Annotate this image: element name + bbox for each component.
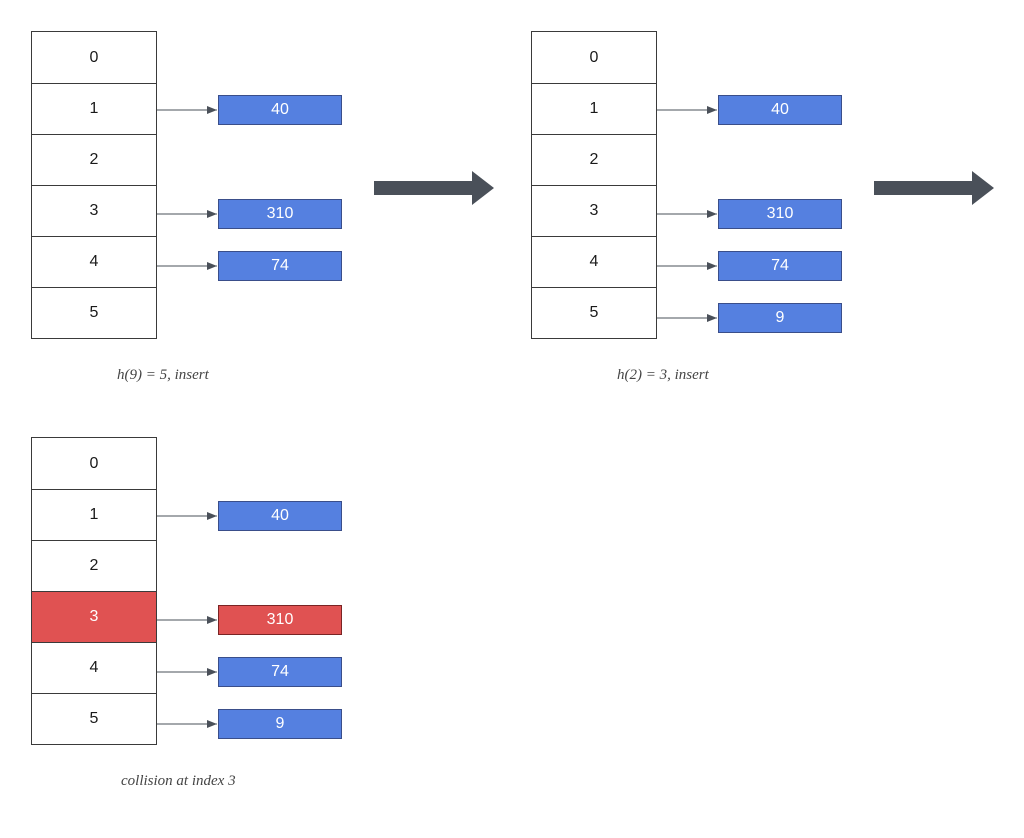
step-caption: collision at index 3: [121, 773, 236, 789]
step-caption: h(9) = 5, insert: [117, 367, 209, 383]
table-slot-4: 4: [32, 236, 156, 287]
table-slot-0: 0: [89, 48, 99, 66]
table-slot-2: 2: [32, 134, 156, 185]
chain-node-4: 74: [718, 251, 842, 281]
table-slot-2: 2: [532, 134, 656, 185]
table-slot-1: 1: [32, 489, 156, 540]
connector-layer: [656, 106, 717, 322]
chain-node-3: 310: [218, 199, 342, 229]
arrow-right-icon: [374, 171, 494, 205]
table-slot-1: 1: [32, 83, 156, 134]
table-slot-3: 3: [32, 185, 156, 236]
chain-node-4: 74: [218, 251, 342, 281]
chain-node-3: 310: [218, 605, 342, 635]
arrow-right-icon: [874, 171, 994, 205]
chain-node-5: 9: [718, 303, 842, 333]
chain-node-4: 74: [218, 657, 342, 687]
step-caption: h(2) = 3, insert: [617, 367, 709, 383]
chain-node-3: 310: [718, 199, 842, 229]
table-slot-5: 5: [32, 287, 156, 338]
table-slot-0: 0: [589, 48, 599, 66]
table-slot-5: 5: [32, 693, 156, 744]
table-slot-1: 1: [532, 83, 656, 134]
chain-node-1: 40: [218, 95, 342, 125]
chain-node-1: 40: [718, 95, 842, 125]
table-slot-2: 2: [32, 540, 156, 591]
table-slot-5: 5: [532, 287, 656, 338]
chain-node-5: 9: [218, 709, 342, 739]
connector-layer: [156, 106, 217, 270]
transition-arrow-1: [374, 171, 494, 205]
table-slot-0: 0: [89, 454, 99, 472]
table-slot-3: 3: [32, 591, 156, 642]
transition-arrow-2: [874, 171, 994, 205]
connector-layer: [156, 512, 217, 728]
table-slot-3: 3: [532, 185, 656, 236]
table-slot-4: 4: [532, 236, 656, 287]
chain-node-1: 40: [218, 501, 342, 531]
table-slot-4: 4: [32, 642, 156, 693]
